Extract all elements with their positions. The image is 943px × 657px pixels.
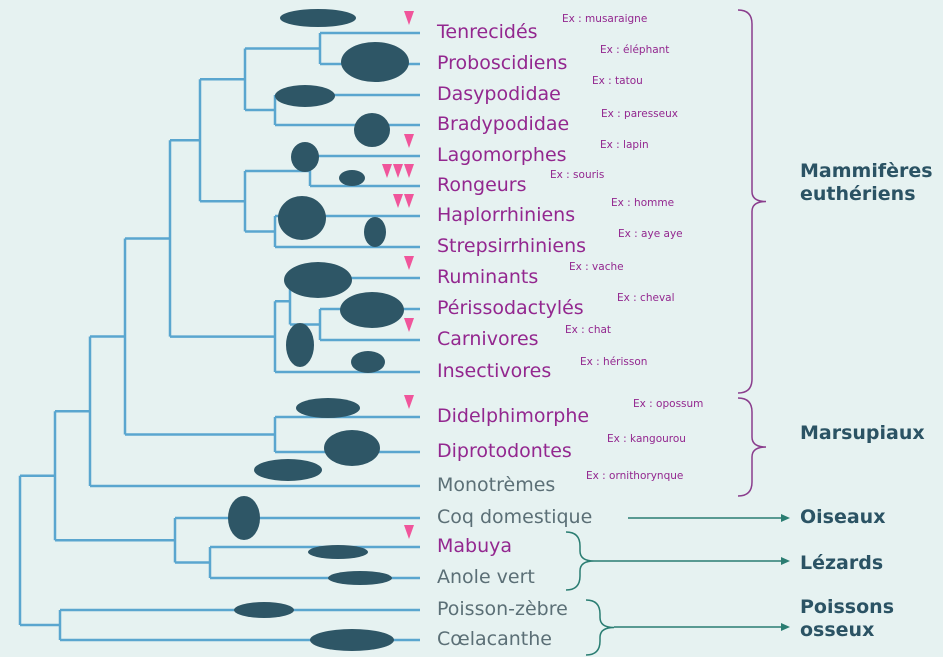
arrow-head [781, 623, 790, 631]
example-label: Ex : souris [550, 168, 604, 182]
opossum-icon [296, 398, 360, 418]
marker-triangle [393, 164, 403, 178]
taxon-label: Strepsirrhiniens [437, 234, 586, 258]
group-label-mammiferes: Mammifères euthériens [800, 160, 933, 206]
elephant-icon [341, 42, 409, 82]
curly-bracket [586, 600, 614, 655]
taxon-label: Cœlacanthe [437, 627, 552, 651]
arrow-head [781, 514, 790, 522]
curly-bracket [566, 532, 594, 590]
example-label: Ex : lapin [600, 138, 649, 152]
taxon-label: Rongeurs [437, 173, 527, 197]
taxon-label: Didelphimorphe [437, 404, 589, 428]
curly-bracket [738, 10, 766, 393]
marker-triangle [404, 256, 414, 270]
marker-triangle [404, 134, 414, 148]
example-label: Ex : opossum [633, 397, 703, 411]
marker-triangle [404, 525, 414, 539]
kangaroo-icon [324, 430, 380, 466]
group-line-1: Poissons [800, 596, 894, 619]
taxon-label: Anole vert [437, 565, 535, 589]
taxon-label: Insectivores [437, 359, 551, 383]
sloth-icon [354, 113, 390, 147]
taxon-label: Monotrèmes [437, 473, 555, 497]
group-label-lezards: Lézards [800, 552, 883, 575]
example-label: Ex : cheval [617, 291, 675, 305]
group-label-oiseaux: Oiseaux [800, 506, 885, 529]
anole-icon [328, 571, 392, 585]
armadillo-icon [275, 85, 335, 107]
example-label: Ex : vache [569, 260, 624, 274]
taxon-label: Dasypodidae [437, 82, 561, 106]
example-label: Ex : kangourou [607, 432, 686, 446]
markers [382, 11, 414, 539]
taxon-label: Poisson-zèbre [437, 597, 568, 621]
zebra-icon [340, 292, 404, 328]
gorilla-icon [278, 196, 326, 240]
coelacanth-icon [310, 629, 394, 651]
marker-triangle [393, 194, 403, 208]
example-label: Ex : éléphant [600, 43, 669, 57]
taxon-label: Proboscidiens [437, 51, 567, 75]
group-line-2: osseux [800, 619, 894, 642]
taxon-label: Périssodactylés [437, 296, 584, 320]
example-label: Ex : hérisson [580, 355, 647, 369]
group-label-marsupiaux: Marsupiaux [800, 422, 925, 445]
example-label: Ex : musaraigne [562, 12, 647, 26]
marker-triangle [404, 11, 414, 25]
taxon-label: Bradypodidae [437, 112, 569, 136]
taxon-label: Haplorrhiniens [437, 203, 575, 227]
silhouettes [228, 9, 409, 651]
example-label: Ex : tatou [592, 74, 643, 88]
shrew-icon [280, 9, 356, 27]
hedgehog-icon [351, 351, 385, 373]
lemur-icon [364, 217, 386, 247]
rabbit-icon [291, 142, 319, 172]
group-line-2: euthériens [800, 183, 933, 206]
example-label: Ex : homme [611, 196, 674, 210]
group-line-1: Mammifères [800, 160, 933, 183]
rooster-icon [228, 496, 260, 540]
example-label: Ex : chat [565, 323, 611, 337]
mouse-icon [339, 170, 365, 186]
taxon-label: Lagomorphes [437, 143, 567, 167]
taxon-label: Carnivores [437, 327, 539, 351]
platypus-icon [254, 459, 322, 481]
example-label: Ex : aye aye [618, 227, 683, 241]
marker-triangle [404, 164, 414, 178]
example-label: Ex : ornithorynque [586, 469, 683, 483]
marker-triangle [382, 164, 392, 178]
cow-icon [284, 262, 352, 298]
group-label-poissons: Poissons osseux [800, 596, 894, 642]
taxon-label: Diprotodontes [437, 439, 572, 463]
taxon-label: Ruminants [437, 265, 538, 289]
taxon-label: Tenrecidés [437, 20, 538, 44]
taxon-label: Coq domestique [437, 505, 592, 529]
arrow-head [781, 557, 790, 565]
curly-bracket [738, 398, 766, 496]
cat-icon [286, 323, 314, 367]
marker-triangle [404, 395, 414, 409]
example-label: Ex : paresseux [601, 107, 678, 121]
marker-triangle [404, 194, 414, 208]
taxon-label: Mabuya [437, 534, 512, 558]
zebrafish-icon [234, 602, 294, 618]
skink-icon [308, 545, 368, 559]
marker-triangle [404, 318, 414, 332]
